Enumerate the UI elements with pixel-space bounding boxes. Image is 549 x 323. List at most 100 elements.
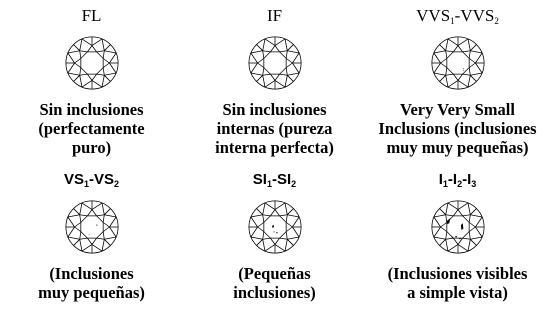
description-line: Sin inclusiones: [39, 100, 144, 119]
description-line: (Inclusiones: [49, 264, 134, 283]
grade-label-if: IF: [266, 6, 283, 25]
girdle-facet: [467, 38, 482, 54]
girdle-facet: [72, 44, 80, 51]
inclusion-mark: [462, 68, 464, 70]
girdle-facet: [433, 202, 448, 218]
girdle-facet: [447, 202, 468, 210]
table-facet: [79, 215, 104, 239]
grade-description-si: (Pequeñas inclusiones): [183, 264, 366, 302]
girdle-facet: [291, 216, 299, 238]
girdle-facet: [467, 236, 482, 252]
girdle-facet: [81, 202, 102, 210]
grade-description-if: Sin inclusiones internas (pureza interna…: [183, 100, 366, 157]
grade-description-fl: Sin inclusiones (perfectamente puro): [0, 100, 183, 157]
girdle-facet: [103, 44, 111, 51]
grade-label-fl: FL: [81, 6, 102, 25]
girdle-facet: [101, 38, 116, 54]
girdle-facet: [255, 208, 263, 215]
diamond-icon-vvs: [431, 36, 484, 90]
girdle-facet: [255, 239, 263, 246]
girdle-facet: [286, 239, 294, 246]
diamond-icon-si: [248, 200, 301, 254]
girdle-facet: [286, 44, 294, 51]
diamond-icon-vs: [65, 200, 118, 254]
girdle-facet: [469, 44, 477, 51]
table-facet: [262, 51, 287, 75]
inclusion-mark: [462, 70, 464, 72]
girdle-facet: [433, 236, 448, 252]
girdle-facet: [67, 72, 82, 88]
girdle-facet: [438, 75, 446, 82]
table-facet: [79, 51, 104, 75]
grade-description-vs: (Inclusiones muy pequeñas): [0, 264, 183, 302]
girdle-facet: [250, 52, 258, 74]
girdle-facet: [447, 244, 468, 252]
description-line: Inclusions (inclusiones: [378, 119, 537, 138]
girdle-facet: [103, 239, 111, 246]
girdle-facet: [103, 75, 111, 82]
diamond-icon-if: [248, 36, 301, 90]
girdle-facet: [438, 239, 446, 246]
diamond-icon-fl: [65, 36, 118, 90]
girdle-facet: [433, 38, 448, 54]
description-line: Very Very Small: [400, 100, 515, 119]
girdle-facet: [250, 72, 265, 88]
description-line: Sin inclusiones: [222, 100, 327, 119]
description-line: interna perfecta): [215, 138, 334, 157]
grade-vvs: VVS1-VVS2 Very Very Small Inclusions (in…: [366, 6, 549, 157]
girdle-facet: [433, 52, 441, 74]
inclusion-mark: [451, 237, 453, 239]
inclusion-mark: [271, 224, 274, 228]
diamond-icon-i: [431, 200, 484, 254]
description-line: (perfectamente: [38, 119, 145, 138]
girdle-facet: [264, 202, 285, 210]
description-line: puro): [71, 138, 112, 157]
table-facet: [445, 51, 470, 75]
girdle-facet: [264, 244, 285, 252]
description-line: (Pequeñas: [238, 264, 311, 283]
girdle-facet: [438, 208, 446, 215]
girdle-facet: [72, 75, 80, 82]
girdle-facet: [286, 208, 294, 215]
girdle-facet: [284, 72, 299, 88]
girdle-facet: [474, 52, 482, 74]
inclusion-mark: [95, 224, 97, 226]
girdle-facet: [72, 239, 80, 246]
girdle-facet: [467, 202, 482, 218]
grade-fl: FL Sin inclusiones (perfectamente puro): [0, 6, 183, 157]
description-line: a simple vista): [407, 283, 508, 302]
girdle-facet: [469, 208, 477, 215]
inclusion-mark: [445, 218, 450, 225]
girdle-facet: [474, 216, 482, 238]
girdle-facet: [284, 38, 299, 54]
girdle-facet: [255, 75, 263, 82]
girdle-facet: [284, 202, 299, 218]
girdle-outline: [431, 200, 484, 254]
table-facet: [262, 215, 287, 239]
grade-label-vs: VS1-VS2: [63, 171, 120, 189]
girdle-facet: [291, 52, 299, 74]
grade-description-vvs: Very Very Small Inclusions (inclusiones …: [366, 100, 549, 157]
grade-description-i: (Inclusiones visibles a simple vista): [366, 264, 549, 302]
table-facet: [445, 215, 470, 239]
girdle-facet: [250, 38, 265, 54]
girdle-facet: [433, 216, 441, 238]
girdle-facet: [469, 239, 477, 246]
girdle-facet: [81, 244, 102, 252]
grade-si: SI1-SI2 (Pequeñas inclusiones): [183, 170, 366, 302]
inclusion-mark: [275, 232, 278, 234]
girdle-facet: [433, 72, 448, 88]
inclusion-mark: [458, 237, 461, 240]
girdle-facet: [67, 38, 82, 54]
girdle-facet: [438, 44, 446, 51]
description-line: (Inclusiones visibles: [387, 264, 528, 283]
girdle-facet: [101, 72, 116, 88]
grade-vs: VS1-VS2 (Inclusiones muy pequeñas): [0, 170, 183, 302]
girdle-facet: [72, 208, 80, 215]
inclusion-mark: [454, 235, 457, 238]
girdle-facet: [250, 202, 265, 218]
inclusion-mark: [460, 223, 463, 230]
girdle-facet: [250, 216, 258, 238]
grade-label-vvs: VVS1-VVS2: [416, 6, 499, 26]
inclusion-mark: [88, 234, 89, 236]
